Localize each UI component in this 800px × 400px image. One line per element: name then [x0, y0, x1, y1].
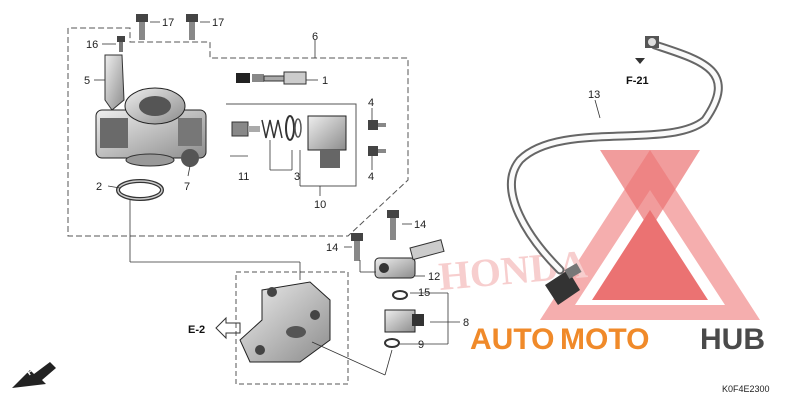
screw-4-b — [368, 146, 386, 156]
valve-part-1 — [236, 71, 307, 85]
callout-16: 16 — [86, 39, 98, 51]
callout-1: 1 — [322, 75, 328, 87]
reference-f21: F-21 — [626, 58, 649, 87]
bolt-17-a — [136, 14, 148, 40]
callout-10: 10 — [314, 199, 326, 211]
bolt-14-b — [351, 233, 363, 261]
reference-e2: E-2 — [188, 316, 241, 340]
callout-6: 6 — [312, 31, 318, 43]
callout-8: 8 — [463, 317, 469, 329]
oring-3 — [285, 115, 302, 141]
diagram-code: K0F4E2300 — [722, 384, 770, 394]
assembly-boundary — [67, 27, 409, 237]
callout-14-b: 14 — [326, 242, 338, 254]
svg-text:F-21: F-21 — [626, 75, 649, 87]
callout-17-a: 17 — [162, 17, 174, 29]
automotohub-watermark: AUTO MOTO HUB — [470, 323, 765, 356]
subassembly-boundary — [226, 103, 357, 187]
callout-5: 5 — [84, 75, 90, 87]
injector-joint-12 — [374, 239, 445, 279]
svg-text:E-2: E-2 — [188, 324, 205, 336]
screw-4-a — [368, 120, 386, 130]
callout-17-b: 17 — [212, 17, 224, 29]
throttle-body — [95, 87, 207, 167]
callout-2: 2 — [96, 181, 102, 193]
screw-16 — [117, 36, 125, 52]
callout-4-a: 4 — [368, 97, 374, 109]
svg-text:HUB: HUB — [700, 323, 765, 356]
callout-9: 9 — [418, 339, 424, 351]
callout-3: 3 — [294, 171, 300, 183]
callout-15: 15 — [418, 287, 430, 299]
callout-13: 13 — [588, 89, 600, 101]
housing-10 — [307, 115, 347, 168]
valve-assembly-11 — [231, 119, 283, 139]
callout-labels: 17 17 16 5 6 1 2 7 11 3 10 4 4 14 14 12 … — [84, 17, 600, 351]
intake-boundary — [235, 271, 349, 385]
hose-clamp-top — [645, 36, 659, 48]
intake-manifold — [239, 281, 331, 363]
bracket-5 — [104, 54, 125, 111]
bolt-17-b — [186, 14, 198, 40]
honda-logo-watermark: HONDA — [437, 150, 760, 320]
seal-9 — [384, 338, 400, 348]
gasket-2 — [116, 179, 164, 201]
leader-lines — [94, 21, 601, 376]
oring-15 — [392, 290, 408, 300]
svg-text:MOTO: MOTO — [560, 323, 649, 356]
callout-11: 11 — [238, 171, 249, 183]
injector-8 — [384, 309, 424, 333]
bolt-14-a — [387, 210, 399, 240]
front-direction-arrow: FR. — [12, 361, 56, 388]
callout-7: 7 — [184, 181, 190, 193]
callout-12: 12 — [428, 271, 440, 283]
callout-14-a: 14 — [414, 219, 426, 231]
callout-4-b: 4 — [368, 171, 374, 183]
quick-connector — [545, 263, 582, 305]
svg-text:AUTO: AUTO — [470, 323, 554, 356]
